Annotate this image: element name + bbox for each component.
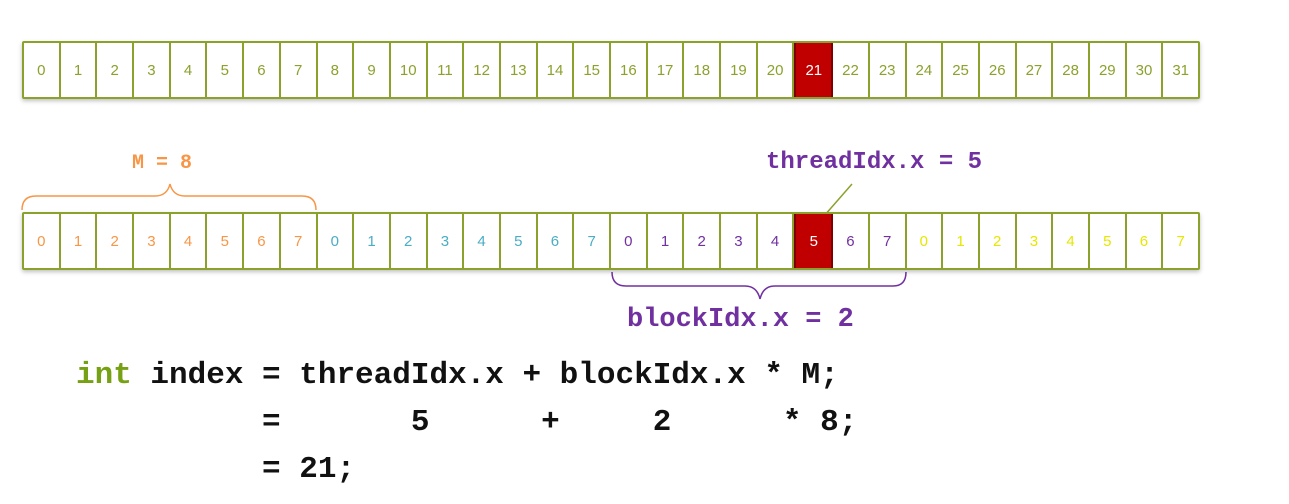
block0-cell-5: 5 (207, 214, 245, 268)
block2-cell-2: 2 (684, 214, 722, 268)
block-thread-array: 0 1 2 3 4 5 6 7 0 1 2 3 4 5 6 7 0 1 2 3 … (22, 212, 1200, 270)
block0-cell-7: 7 (280, 214, 318, 268)
global-cell-15: 15 (574, 43, 611, 97)
global-cell-29: 29 (1089, 43, 1127, 97)
global-index-array: 0 1 2 3 4 5 6 7 8 9 10 11 12 13 14 15 16… (22, 41, 1200, 99)
block1-cell-5: 5 (500, 214, 538, 268)
block0-cell-6: 6 (244, 214, 281, 268)
block2-cell-0: 0 (611, 214, 648, 268)
block0-cell-1: 1 (60, 214, 98, 268)
global-cell-8: 8 (317, 43, 355, 97)
block1-cell-2: 2 (390, 214, 428, 268)
global-cell-1: 1 (60, 43, 98, 97)
global-cell-28: 28 (1053, 43, 1090, 97)
global-cell-9: 9 (354, 43, 391, 97)
global-cell-21-highlighted: 21 (794, 43, 834, 97)
global-cell-3: 3 (134, 43, 171, 97)
block3-cell-7: 7 (1163, 214, 1198, 268)
block3-cell-2: 2 (979, 214, 1017, 268)
global-cell-7: 7 (280, 43, 318, 97)
code-line-2: = 5 + 2 * 8; (76, 405, 858, 440)
block0-cell-3: 3 (134, 214, 171, 268)
block3-cell-6: 6 (1126, 214, 1164, 268)
global-cell-20: 20 (757, 43, 795, 97)
block2-cell-4: 4 (757, 214, 795, 268)
block0-cell-2: 2 (97, 214, 135, 268)
block3-cell-5: 5 (1089, 214, 1127, 268)
global-cell-25: 25 (943, 43, 980, 97)
global-cell-17: 17 (647, 43, 685, 97)
code-keyword-int: int (76, 358, 132, 393)
block1-cell-7: 7 (574, 214, 611, 268)
global-cell-26: 26 (979, 43, 1017, 97)
code-line-3: = 21; (76, 452, 356, 487)
global-cell-31: 31 (1163, 43, 1198, 97)
global-cell-13: 13 (500, 43, 538, 97)
global-cell-10: 10 (390, 43, 428, 97)
global-cell-24: 24 (906, 43, 944, 97)
block-brace (611, 271, 907, 300)
block1-cell-6: 6 (537, 214, 575, 268)
block0-cell-0: 0 (24, 214, 61, 268)
code-line-1-rest: index = threadIdx.x + blockIdx.x * M; (131, 358, 839, 393)
global-cell-30: 30 (1126, 43, 1164, 97)
block3-cell-1: 1 (943, 214, 980, 268)
block2-cell-5-highlighted: 5 (794, 214, 834, 268)
block3-cell-4: 4 (1053, 214, 1090, 268)
block-index-label: blockIdx.x = 2 (627, 305, 854, 335)
block2-cell-3: 3 (721, 214, 758, 268)
code-line-1: int index = threadIdx.x + blockIdx.x * M… (76, 358, 839, 394)
m-label: M = 8 (132, 152, 193, 175)
block1-cell-0: 0 (317, 214, 355, 268)
block1-cell-4: 4 (464, 214, 501, 268)
block2-cell-6: 6 (833, 214, 870, 268)
global-cell-14: 14 (537, 43, 575, 97)
global-cell-6: 6 (244, 43, 281, 97)
thread-index-label: threadIdx.x = 5 (766, 149, 983, 176)
block0-cell-4: 4 (170, 214, 208, 268)
global-cell-11: 11 (427, 43, 465, 97)
global-cell-16: 16 (611, 43, 648, 97)
m-brace (21, 183, 317, 211)
global-cell-23: 23 (869, 43, 907, 97)
global-cell-5: 5 (207, 43, 245, 97)
global-cell-12: 12 (464, 43, 501, 97)
block1-cell-1: 1 (354, 214, 391, 268)
global-cell-4: 4 (170, 43, 208, 97)
block3-cell-3: 3 (1016, 214, 1054, 268)
global-cell-18: 18 (684, 43, 722, 97)
global-cell-27: 27 (1016, 43, 1054, 97)
block2-cell-7: 7 (869, 214, 907, 268)
global-cell-22: 22 (833, 43, 870, 97)
global-cell-19: 19 (721, 43, 758, 97)
global-cell-2: 2 (97, 43, 135, 97)
block3-cell-0: 0 (906, 214, 944, 268)
global-cell-0: 0 (24, 43, 61, 97)
block2-cell-1: 1 (647, 214, 685, 268)
block1-cell-3: 3 (427, 214, 465, 268)
